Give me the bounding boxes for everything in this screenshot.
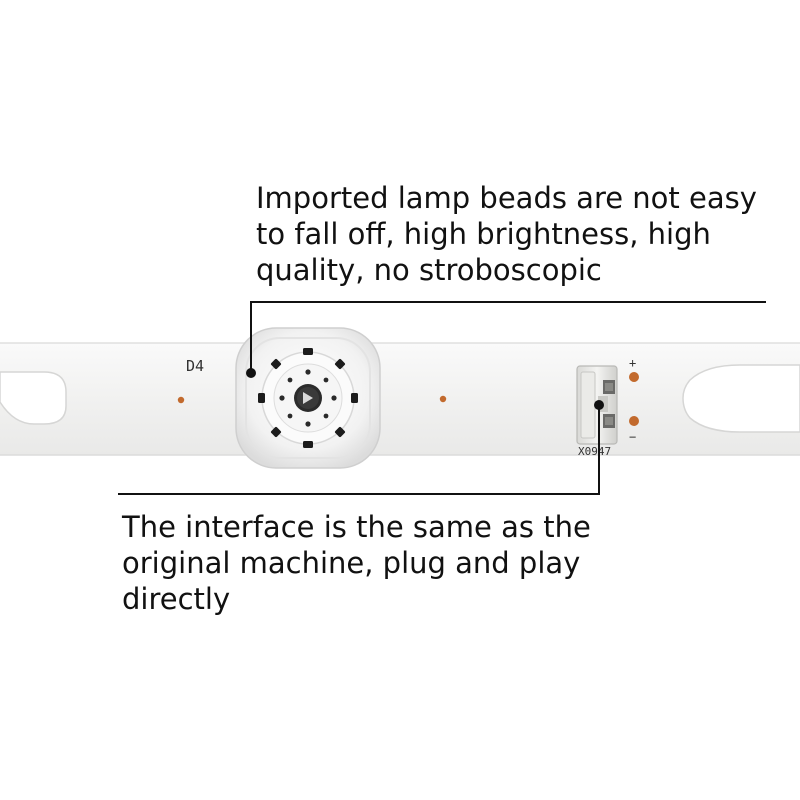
led-lens [235,327,381,469]
solder-pad-negative [629,416,639,426]
connector-code: X0947 [578,445,611,458]
solder-pad-positive [629,372,639,382]
minus-marking: − [629,430,636,444]
plus-marking: + [629,356,636,370]
lamp-beads-caption: Imported lamp beads are not easy to fall… [256,181,757,287]
callout-marker-interface [594,400,604,410]
callout-line-lamp [250,301,766,372]
led-strip [0,342,800,456]
strip-slot-right [682,364,800,433]
callout-marker-lamp [246,368,256,378]
callout-line-interface [118,405,600,495]
interface-caption: The interface is the same as the origina… [122,510,591,616]
led-designator: D4 [186,357,204,375]
solder-pad [177,396,185,404]
strip-slot-left [0,371,67,425]
solder-pad [439,395,447,403]
